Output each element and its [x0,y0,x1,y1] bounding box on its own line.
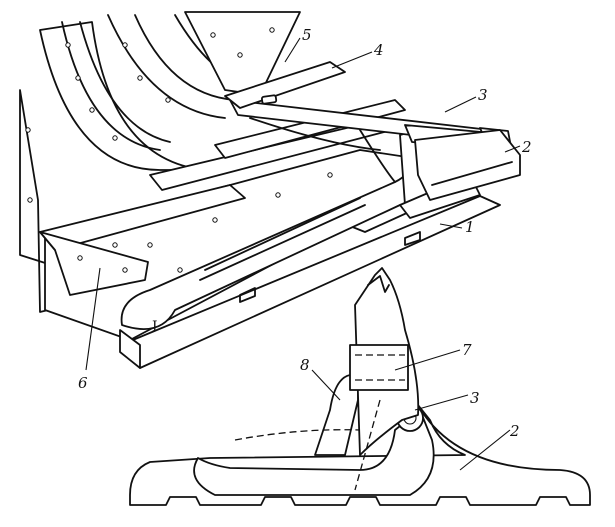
callout-6: 6 [78,374,88,392]
isometric-view: I [19,11,521,369]
diagonal-brace [224,61,346,109]
callout-8: 8 [300,356,310,374]
cross-section-view [129,267,591,506]
callout-2-section: 2 [509,422,520,440]
callout-7: 7 [462,341,472,359]
end-mark: I [152,319,158,335]
callout-3: 3 [478,86,488,104]
cradle-block [414,129,521,201]
callout-5: 5 [302,26,312,44]
callout-labels: 1 2 3 4 5 6 2 3 7 8 [78,26,532,440]
callout-1: 1 [465,218,475,236]
callout-leaders [85,37,521,471]
callout-3-section: 3 [470,389,480,407]
hull-frame-curve [39,14,251,171]
callout-2: 2 [521,138,532,156]
callout-4: 4 [373,41,384,59]
